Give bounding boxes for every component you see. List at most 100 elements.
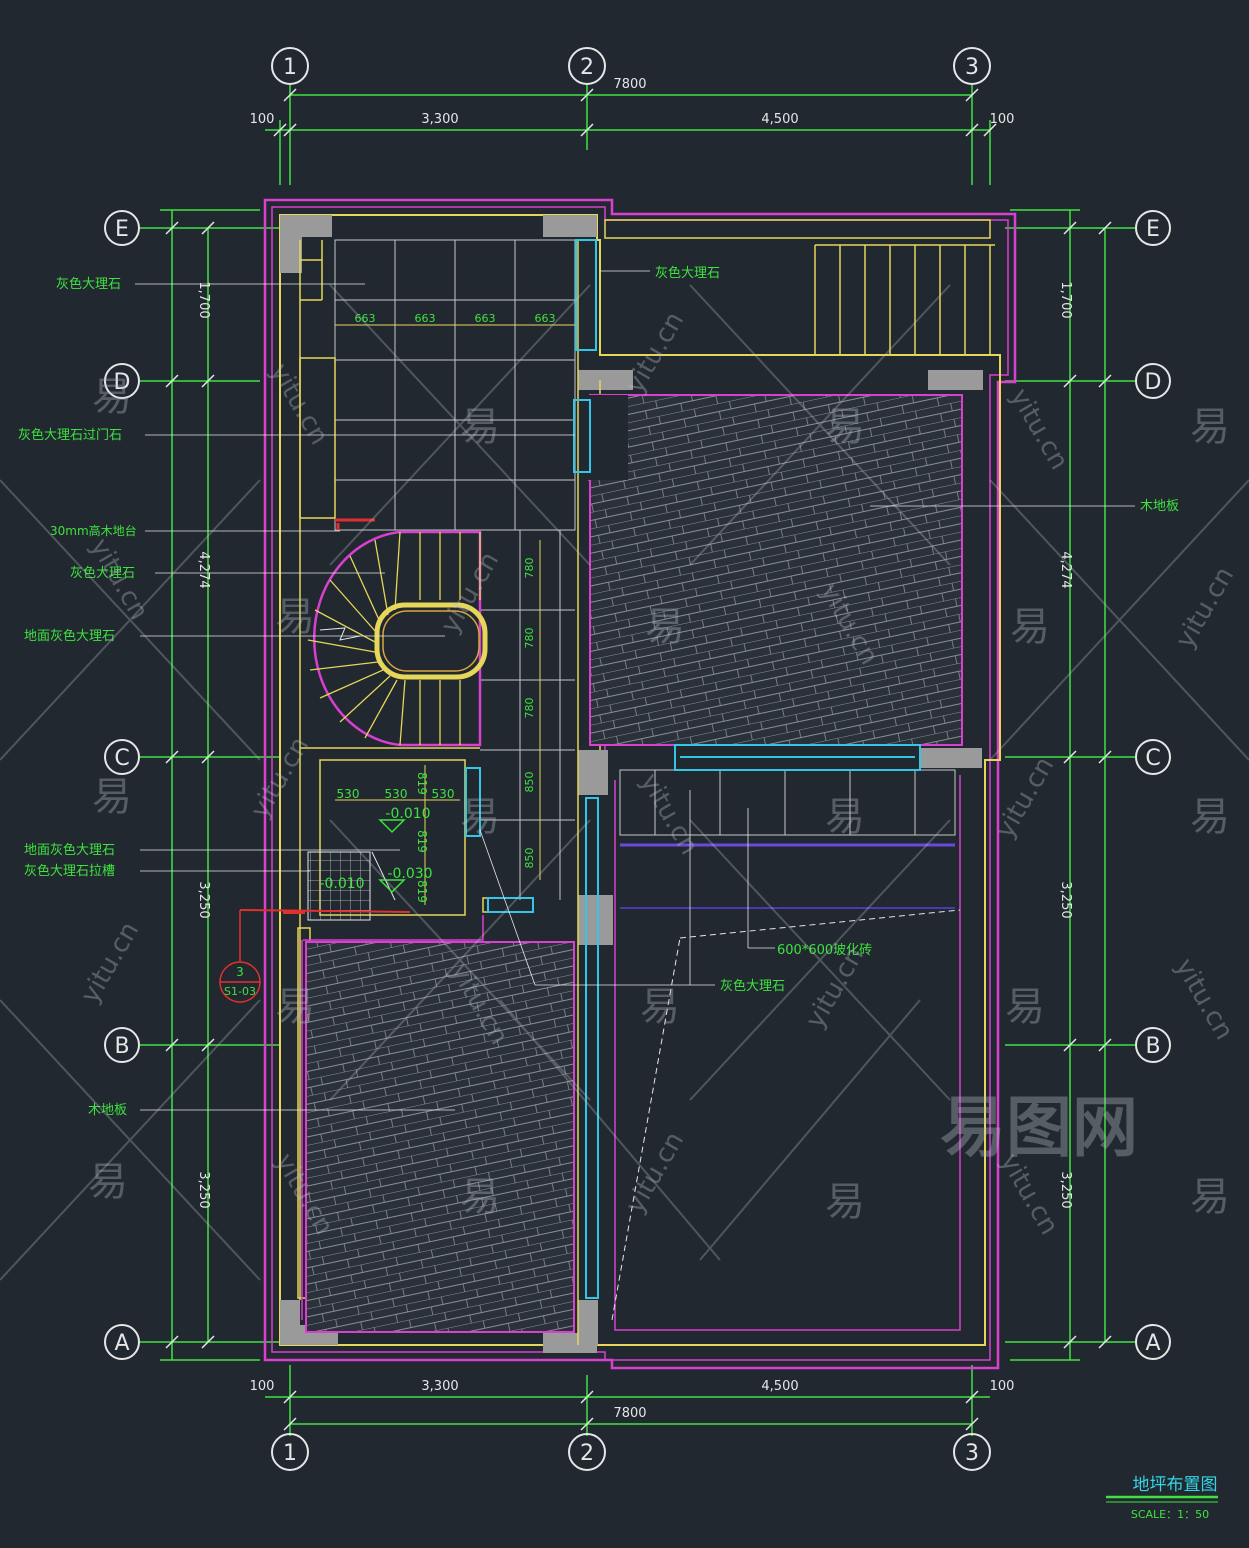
watermark-char-4: 易 [1190, 404, 1230, 450]
watermark-char-14: 易 [1005, 984, 1045, 1030]
dim-bottom-total: 7800 [613, 1406, 646, 1421]
watermark-site-5: yitu.cn [435, 547, 505, 638]
dim-top-total: 7800 [613, 77, 646, 92]
label-floor-marble-2: 地面灰色大理石 [24, 842, 115, 858]
watermark-site-3: yitu.cn [1004, 384, 1074, 475]
tile-width-1: 663 [355, 312, 376, 325]
watermark-char-6: 易 [645, 604, 685, 650]
dim-left-seg-3: 3,250 [196, 881, 211, 918]
stair-width-1: 780 [523, 558, 536, 579]
material-annotations: 灰色大理石 灰色大理石过门石 30mm高木地台 灰色大理石 地面灰色大理石 地面… [18, 265, 1179, 1118]
watermark-char-16: 易 [460, 1174, 500, 1220]
grid-label-row-d-right: D [1145, 370, 1162, 395]
watermark-char-3: 易 [825, 404, 865, 450]
watermark-char-9: 易 [460, 794, 500, 840]
dim-top-right-offset: 100 [990, 112, 1015, 127]
watermark-site-2: yitu.cn [620, 307, 690, 398]
dim-top-span-2: 4,500 [761, 112, 798, 127]
watermark-char-10: 易 [825, 794, 865, 840]
detail-ref-sheet: S1-03 [224, 985, 256, 998]
bath-height-3: 819 [415, 880, 429, 903]
label-wood-platform: 30mm高木地台 [50, 523, 137, 538]
dimension-ticks [165, 88, 1112, 1431]
grid-label-row-a-left: A [114, 1331, 129, 1356]
grid-label-col-1-top: 1 [283, 55, 297, 80]
watermark-char-8: 易 [92, 774, 132, 820]
bath-width-3: 530 [432, 787, 455, 801]
grid-label-row-e-right: E [1146, 217, 1160, 242]
watermark-char-17: 易 [825, 1179, 865, 1225]
tile-room-details [611, 769, 961, 1321]
grid-label-row-a-right: A [1145, 1331, 1160, 1356]
label-grey-marble-top: 灰色大理石 [655, 265, 720, 281]
dim-left-seg-4: 3,250 [196, 1171, 211, 1208]
marble-tile-dims [335, 324, 575, 880]
dimension-texts: 7800 100 3,300 4,500 100 100 3,300 4,500… [196, 77, 1073, 1421]
dim-bottom-right-offset: 100 [990, 1379, 1015, 1394]
watermark-site-14: yitu.cn [1169, 954, 1239, 1045]
grid-label-col-3-bottom: 3 [965, 1441, 979, 1466]
tile-width-4: 663 [535, 312, 556, 325]
dim-right-seg-2: 4,274 [1058, 551, 1073, 588]
watermark-site-7: yitu.cn [1170, 562, 1240, 653]
glass-partitions [465, 239, 921, 1299]
grid-label-row-b-right: B [1145, 1034, 1160, 1059]
watermark-char-1: 易 [92, 374, 132, 420]
dim-top-left-offset: 100 [250, 112, 275, 127]
dim-left-seg-1: 1,700 [196, 281, 211, 318]
detail-reference: 3 S1-03 [219, 910, 261, 1003]
leader-lines [135, 270, 1135, 1111]
grid-label-row-e-left: E [115, 217, 129, 242]
tile-width-2: 663 [415, 312, 436, 325]
grid-label-row-d-left: D [114, 370, 131, 395]
watermark-char-5: 易 [275, 594, 315, 640]
level-mark-2: -0.030 [387, 866, 432, 882]
spiral-staircase [307, 530, 488, 747]
bath-width-1: 530 [337, 787, 360, 801]
bathroom-area [239, 518, 460, 921]
dim-top-span-1: 3,300 [421, 112, 458, 127]
grid-label-col-1-bottom: 1 [283, 1441, 297, 1466]
stair-width-4: 850 [523, 772, 536, 793]
detail-ref-number: 3 [236, 965, 244, 979]
label-wood-floor-left: 木地板 [88, 1103, 127, 1118]
wood-floor-rooms [305, 394, 963, 1333]
dim-bottom-left-offset: 100 [250, 1379, 275, 1394]
grid-label-row-c-right: C [1145, 746, 1160, 771]
stair-width-2: 780 [523, 628, 536, 649]
bath-width-2: 530 [385, 787, 408, 801]
tile-width-3: 663 [475, 312, 496, 325]
watermark-logo: 易图网 [940, 1089, 1138, 1166]
watermark-char-18: 易 [1190, 1174, 1230, 1220]
watermark-site-10: yitu.cn [990, 752, 1060, 843]
watermark-char-12: 易 [275, 984, 315, 1030]
dim-right-seg-4: 3,250 [1058, 1171, 1073, 1208]
label-floor-marble-1: 地面灰色大理石 [24, 628, 115, 644]
drawing-scale: SCALE：1：50 [1131, 1508, 1209, 1521]
dim-bottom-span-1: 3,300 [421, 1379, 458, 1394]
bath-height-1: 819 [415, 772, 429, 795]
grid-label-col-3-top: 3 [965, 55, 979, 80]
watermark-char-13: 易 [640, 984, 680, 1030]
grid-bubbles [104, 47, 1171, 1471]
watermark-char-11: 易 [1190, 794, 1230, 840]
level-mark-3: -0.010 [319, 876, 364, 892]
dim-bottom-span-2: 4,500 [761, 1379, 798, 1394]
stair-width-3: 780 [523, 698, 536, 719]
grid-label-col-2-bottom: 2 [580, 1441, 594, 1466]
stair-width-5: 850 [523, 848, 536, 869]
title-block: 地坪布置图 SCALE：1：50 [1106, 1475, 1218, 1521]
label-marble-groove: 灰色大理石拉槽 [24, 863, 115, 879]
watermark-char-2: 易 [460, 404, 500, 450]
grid-label-row-c-left: C [114, 746, 129, 771]
label-grey-marble-center: 灰色大理石 [720, 978, 785, 994]
grid-label-col-2-top: 2 [580, 55, 594, 80]
dim-left-seg-2: 4,274 [196, 551, 211, 588]
watermark-site-1: yitu.cn [264, 359, 334, 450]
watermark-char-7: 易 [1010, 604, 1050, 650]
structural-columns [280, 215, 983, 1353]
dim-right-seg-1: 1,700 [1058, 281, 1073, 318]
drawing-title: 地坪布置图 [1133, 1475, 1218, 1495]
grid-bubble-labels: 1 2 3 1 2 3 E D C B A E D C B A [114, 55, 1162, 1466]
